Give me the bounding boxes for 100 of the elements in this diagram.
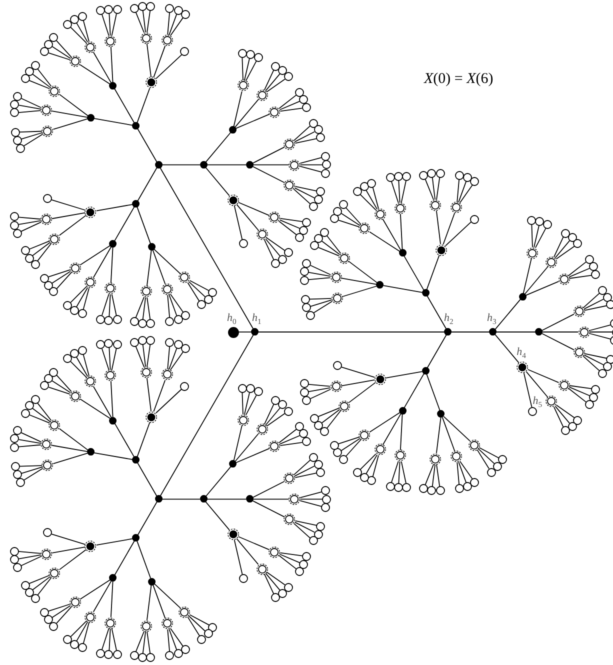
tree-edge	[436, 210, 441, 244]
tree-edge	[252, 164, 290, 166]
dashed-ring-node	[140, 366, 153, 379]
leaf-node	[454, 171, 464, 180]
leaf-node	[470, 478, 480, 488]
tree-edge	[582, 356, 600, 372]
tree-edge	[554, 406, 564, 428]
tree-edge	[426, 374, 441, 412]
tree-edge	[19, 130, 42, 132]
leaf-node	[302, 437, 311, 446]
tree-edge	[264, 239, 274, 260]
tree-edge	[424, 178, 434, 200]
tree-edge	[242, 57, 244, 80]
dashed-ring-node	[374, 443, 386, 456]
tree-edge	[160, 334, 254, 497]
tree-edge	[28, 240, 50, 250]
leaf-node	[10, 554, 20, 564]
leaf-node	[386, 173, 395, 182]
tree-edge	[252, 166, 285, 184]
leaf-node	[138, 318, 147, 328]
dashed-ring-node	[104, 34, 117, 48]
tree-edge	[136, 206, 152, 244]
dashed-ring-node	[450, 201, 463, 214]
tree-edge	[76, 287, 88, 308]
dashed-ring-dot-node	[374, 372, 386, 386]
leaf-node	[20, 408, 30, 418]
tree-edge	[18, 444, 42, 448]
leaf-node	[606, 354, 613, 364]
tree-edge	[48, 386, 70, 394]
tree-edge	[252, 500, 285, 518]
tree-edge	[111, 13, 117, 36]
tree-edge	[340, 366, 376, 378]
leaf-node	[302, 259, 312, 268]
leaf-node	[310, 414, 320, 423]
tree-edge	[382, 218, 402, 251]
leaf-node	[78, 643, 87, 652]
tree-edge	[146, 378, 152, 412]
dashed-ring-node	[394, 449, 406, 462]
tree-edge	[266, 78, 286, 92]
leaf-node	[138, 336, 147, 346]
leaf-node	[49, 622, 58, 631]
tree-edge	[458, 461, 467, 484]
tree-edge	[56, 272, 72, 290]
tree-edge	[265, 238, 280, 256]
leaf-node	[535, 217, 544, 226]
tree-edge	[568, 268, 590, 278]
leaf-node	[493, 462, 502, 472]
leaf-node	[10, 100, 20, 110]
dashed-ring-node	[283, 178, 296, 192]
tree-edge	[264, 574, 274, 595]
tree-edge	[111, 294, 117, 316]
tree-edge	[76, 22, 88, 42]
dashed-ring-node	[394, 202, 406, 215]
tree-edge	[92, 580, 112, 612]
leaf-node	[180, 382, 190, 391]
leaf-node	[386, 482, 395, 491]
leaf-node	[12, 92, 22, 102]
leaf-node	[295, 422, 304, 432]
leaf-node	[70, 349, 79, 358]
leaf-node	[527, 216, 536, 226]
root-node	[228, 326, 238, 338]
tree-edge	[460, 184, 474, 204]
tree-edge	[308, 387, 331, 392]
tree-edge	[205, 466, 232, 498]
leaf-node	[238, 49, 247, 58]
dashed-ring-node	[40, 104, 53, 116]
branch-node	[132, 200, 140, 208]
tree-edge	[146, 250, 152, 286]
dashed-ring-node	[374, 208, 386, 220]
tree-edge	[293, 523, 311, 539]
dashed-ring-node	[68, 390, 82, 402]
dashed-ring-node	[104, 282, 117, 295]
leaf-node	[338, 200, 348, 210]
leaf-node	[165, 4, 174, 13]
tree-edge	[58, 428, 89, 451]
leaf-node	[573, 416, 582, 425]
leaf-node	[573, 239, 582, 248]
dashed-ring-node	[104, 616, 117, 630]
leaf-node	[330, 440, 339, 450]
tree-edge	[170, 294, 184, 313]
tree-edge	[294, 520, 318, 526]
tree-edge	[52, 118, 88, 130]
leaf-node	[284, 582, 293, 592]
tree-edge	[300, 498, 323, 500]
dashed-ring-node	[429, 452, 442, 466]
dashed-ring-node	[358, 222, 372, 235]
tree-edge	[18, 551, 42, 554]
leaf-node	[180, 311, 190, 320]
tree-edge	[146, 43, 152, 78]
tree-edge	[37, 402, 52, 421]
tree-edge	[382, 413, 402, 446]
leaf-node	[63, 635, 72, 644]
leaf-node	[16, 478, 26, 487]
tree-edge	[206, 164, 247, 166]
leaf-node	[112, 5, 122, 14]
leaf-node	[12, 136, 22, 145]
dashed-ring-node	[160, 617, 174, 630]
leaf-node	[130, 316, 139, 326]
tree-edge	[188, 616, 206, 632]
leaf-node	[254, 387, 263, 396]
